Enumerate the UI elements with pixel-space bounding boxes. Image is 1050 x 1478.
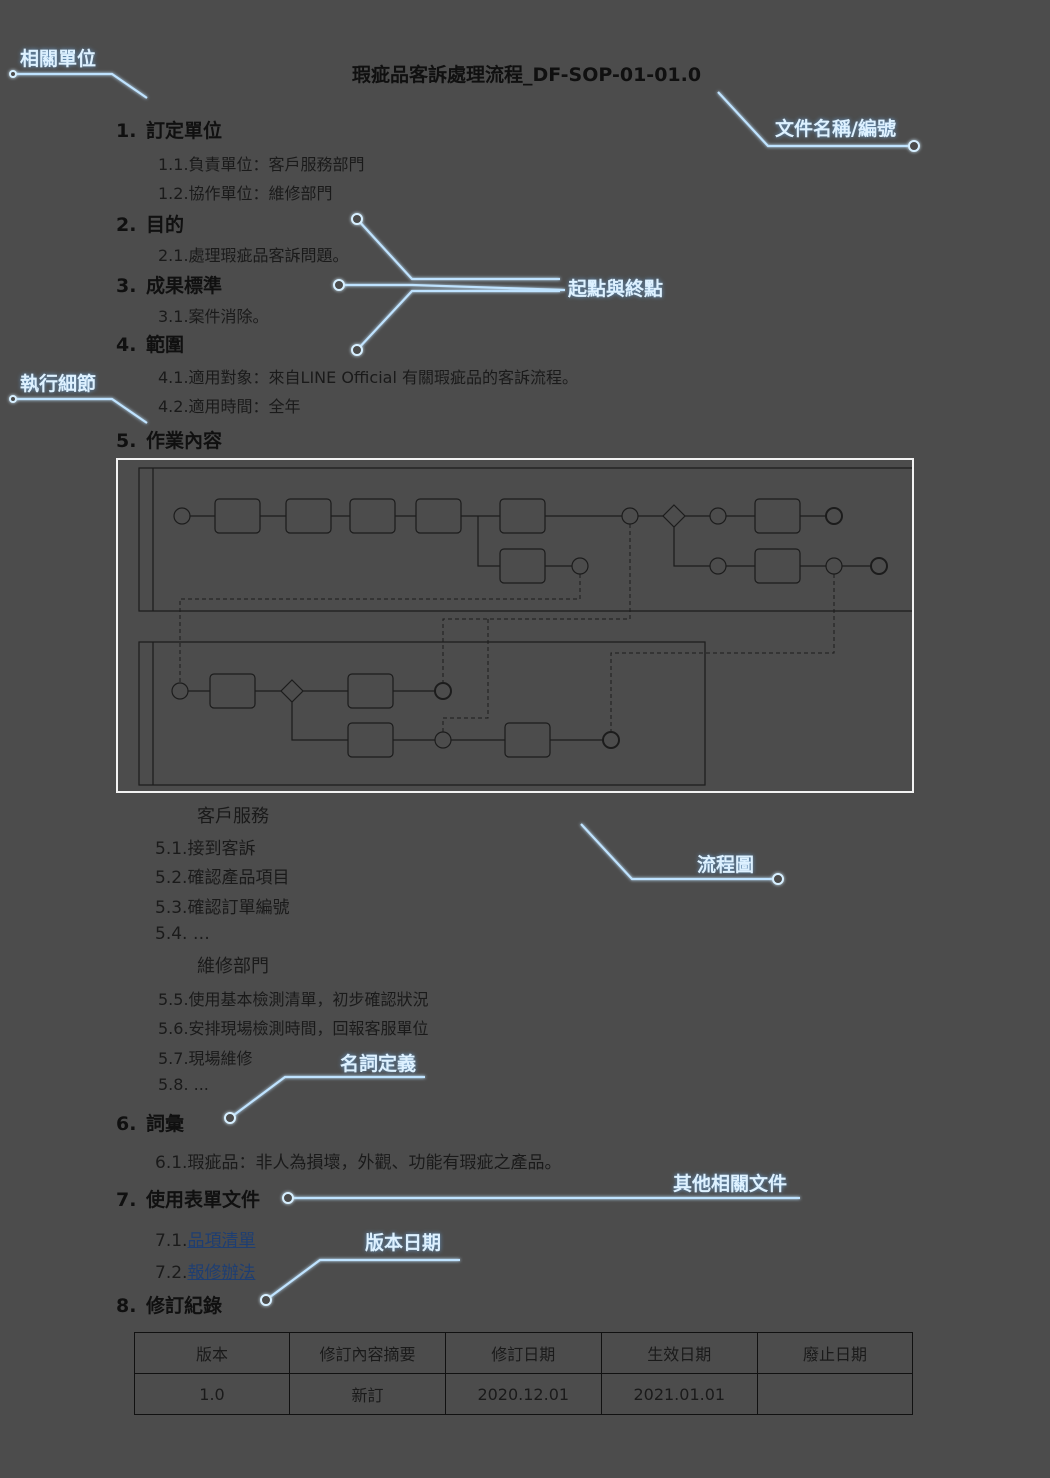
section-3-item-1: 3.1.案件消除。 (158, 307, 269, 326)
table-cell: 2021.01.01 (600, 1373, 759, 1415)
work-item: 5.7.現場維修 (158, 1049, 253, 1068)
flowchart-image (116, 458, 916, 793)
callout-dot (9, 395, 17, 403)
callout-terms: 名詞定義 (340, 1053, 417, 1075)
table-cell (757, 1373, 913, 1415)
item-list-link[interactable]: 品項清單 (187, 1231, 256, 1251)
work-item: 5.4. … (155, 924, 210, 944)
table-header-row: 版本 修訂內容摘要 修訂日期 生效日期 廢止日期 (133, 1332, 913, 1374)
callout-dot (333, 279, 345, 291)
document-title: 瑕疵品客訴處理流程_DF-SOP-01-01.0 (352, 64, 702, 86)
work-item: 5.2.確認產品項目 (155, 868, 290, 888)
section-7-item-2: 7.2.報修辦法 (155, 1263, 256, 1283)
callout-dot (351, 213, 363, 225)
section-8-heading: 8.修訂紀錄 (116, 1295, 223, 1317)
callout-dot (772, 873, 784, 885)
table-row: 1.0 新訂 2020.12.01 2021.01.01 (133, 1373, 913, 1415)
callout-line (339, 283, 566, 292)
section-6-heading: 6.詞彙 (116, 1113, 185, 1135)
section-7-heading: 7.使用表單文件 (116, 1189, 261, 1211)
section-7-item-1: 7.1.品項清單 (155, 1231, 256, 1251)
callout-line (13, 397, 148, 424)
callout-dot (260, 1294, 272, 1306)
section-1-heading: 1.訂定單位 (116, 120, 223, 142)
table-cell: 新訂 (289, 1373, 446, 1415)
section-2-heading: 2.目的 (116, 214, 185, 236)
work-item: 5.6.安排現場檢測時間，回報客服單位 (158, 1019, 429, 1038)
callout-execution-details: 執行細節 (20, 373, 97, 395)
callout-doc-name: 文件名稱/編號 (775, 118, 896, 140)
table-header-cell: 生效日期 (600, 1332, 759, 1374)
callout-dot (282, 1192, 294, 1204)
table-cell: 1.0 (133, 1373, 291, 1415)
callout-line (265, 1258, 460, 1301)
work-item: 5.1.接到客訴 (155, 839, 256, 859)
table-header-cell: 修訂內容摘要 (289, 1332, 446, 1374)
callout-line (356, 289, 560, 351)
section-4-heading: 4.範圍 (116, 334, 185, 356)
callout-line (356, 218, 560, 281)
callout-dot (224, 1112, 236, 1124)
flowchart-diagram (138, 467, 916, 786)
work-group-repair: 維修部門 (197, 956, 269, 977)
callout-dot (351, 344, 363, 356)
table-cell: 2020.12.01 (444, 1373, 602, 1415)
callout-flowchart: 流程圖 (697, 854, 755, 876)
table-header-cell: 修訂日期 (444, 1332, 602, 1374)
work-item: 5.3.確認訂單編號 (155, 898, 290, 918)
section-5-heading: 5.作業內容 (116, 430, 223, 452)
section-6-item-1: 6.1.瑕疵品：非人為損壞，外觀、功能有瑕疵之產品。 (155, 1153, 562, 1173)
repair-policy-link[interactable]: 報修辦法 (187, 1263, 256, 1283)
table-header-cell: 廢止日期 (757, 1332, 913, 1374)
callout-related-docs: 其他相關文件 (673, 1173, 788, 1195)
work-item: 5.5.使用基本檢測清單，初步確認狀況 (158, 990, 429, 1009)
callout-line (229, 1075, 425, 1119)
section-4-item-1: 4.1.適用對象：來自LINE Official 有關瑕疵品的客訴流程。 (158, 368, 578, 387)
section-1-item-1: 1.1.負責單位：客戶服務部門 (158, 155, 365, 174)
work-item: 5.8. ... (158, 1075, 209, 1094)
section-4-item-2: 4.2.適用時間：全年 (158, 397, 301, 416)
table-header-cell: 版本 (133, 1332, 291, 1374)
section-1-item-2: 1.2.協作單位：維修部門 (158, 184, 333, 203)
section-2-item-1: 2.1.處理瑕疵品客訴問題。 (158, 246, 349, 265)
callout-start-end: 起點與終點 (568, 278, 664, 300)
callout-version-date: 版本日期 (365, 1232, 442, 1254)
revision-table: 版本 修訂內容摘要 修訂日期 生效日期 廢止日期 1.0 新訂 2020.12.… (133, 1332, 913, 1415)
section-3-heading: 3.成果標準 (116, 275, 223, 297)
callout-dot (9, 70, 17, 78)
callout-line (13, 72, 148, 99)
callout-dot (908, 140, 920, 152)
work-group-customer-service: 客戶服務 (197, 806, 269, 827)
callout-related-units: 相關單位 (20, 48, 97, 70)
